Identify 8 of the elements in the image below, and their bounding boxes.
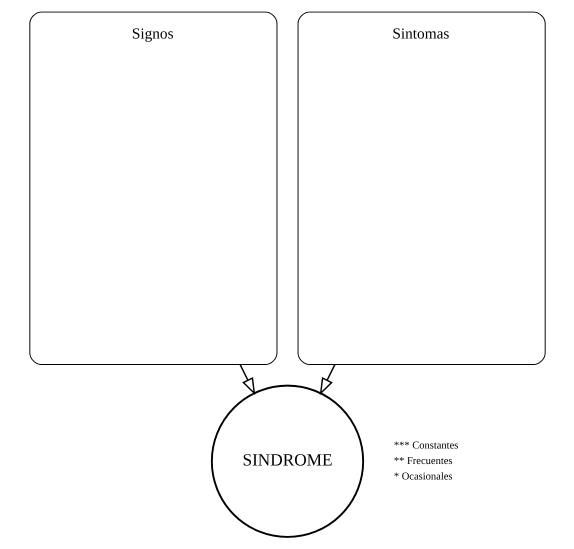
label: ** Frecuentes (393, 456, 452, 467)
label: * Ocasionales (393, 471, 452, 482)
label: *** Constantes (393, 440, 458, 452)
arrow (319, 364, 335, 396)
node-box: Sintomas (297, 12, 546, 366)
node-box: Signos (28, 12, 277, 366)
node-circle: SINDROME (210, 384, 364, 538)
arrow (239, 364, 255, 396)
